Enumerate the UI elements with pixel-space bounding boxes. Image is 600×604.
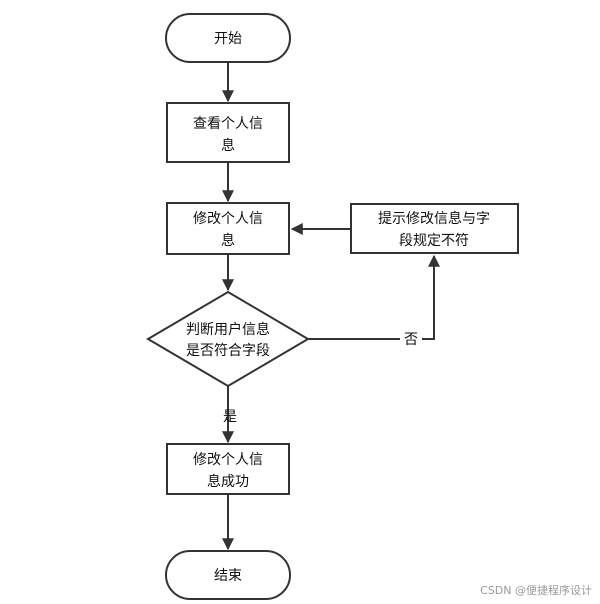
watermark: CSDN @便捷程序设计 bbox=[480, 584, 592, 597]
check-decision-node: 判断用户信息 是否符合字段 bbox=[146, 290, 310, 388]
success-node: 修改个人信 息成功 bbox=[166, 443, 290, 495]
view-info-shape bbox=[166, 102, 290, 163]
prompt-label-line2: 段规定不符 bbox=[399, 233, 469, 249]
start-node: 开始 bbox=[165, 13, 291, 63]
edge-check-to-prompt bbox=[308, 254, 440, 340]
prompt-label-line1: 提示修改信息与字 bbox=[378, 210, 490, 227]
end-node: 结束 bbox=[165, 550, 291, 600]
end-label: 结束 bbox=[214, 568, 242, 584]
view-info-label-line2: 息 bbox=[221, 137, 235, 154]
edit-info-label-line2: 息 bbox=[221, 232, 235, 249]
edge-yes-label: 是 bbox=[223, 409, 237, 425]
edge-no-label: 否 bbox=[404, 332, 418, 348]
edit-info-node: 修改个人信 息 bbox=[166, 202, 290, 255]
view-info-node: 查看个人信 息 bbox=[166, 102, 290, 163]
edit-info-label-line1: 修改个人信 bbox=[193, 211, 263, 227]
view-info-label-line1: 查看个人信 bbox=[193, 116, 263, 132]
success-shape bbox=[166, 443, 290, 495]
check-label-line1: 判断用户信息 bbox=[186, 321, 270, 338]
success-label-line2: 息成功 bbox=[207, 473, 249, 490]
end-shape bbox=[165, 550, 291, 600]
success-label-line1: 修改个人信 bbox=[193, 452, 263, 468]
check-decision-shape bbox=[146, 290, 310, 388]
start-label: 开始 bbox=[214, 31, 242, 47]
check-label-line2: 是否符合字段 bbox=[186, 343, 270, 359]
edge-no-label-bg bbox=[400, 328, 422, 348]
prompt-shape bbox=[350, 203, 519, 254]
prompt-node: 提示修改信息与字 段规定不符 bbox=[350, 203, 519, 254]
